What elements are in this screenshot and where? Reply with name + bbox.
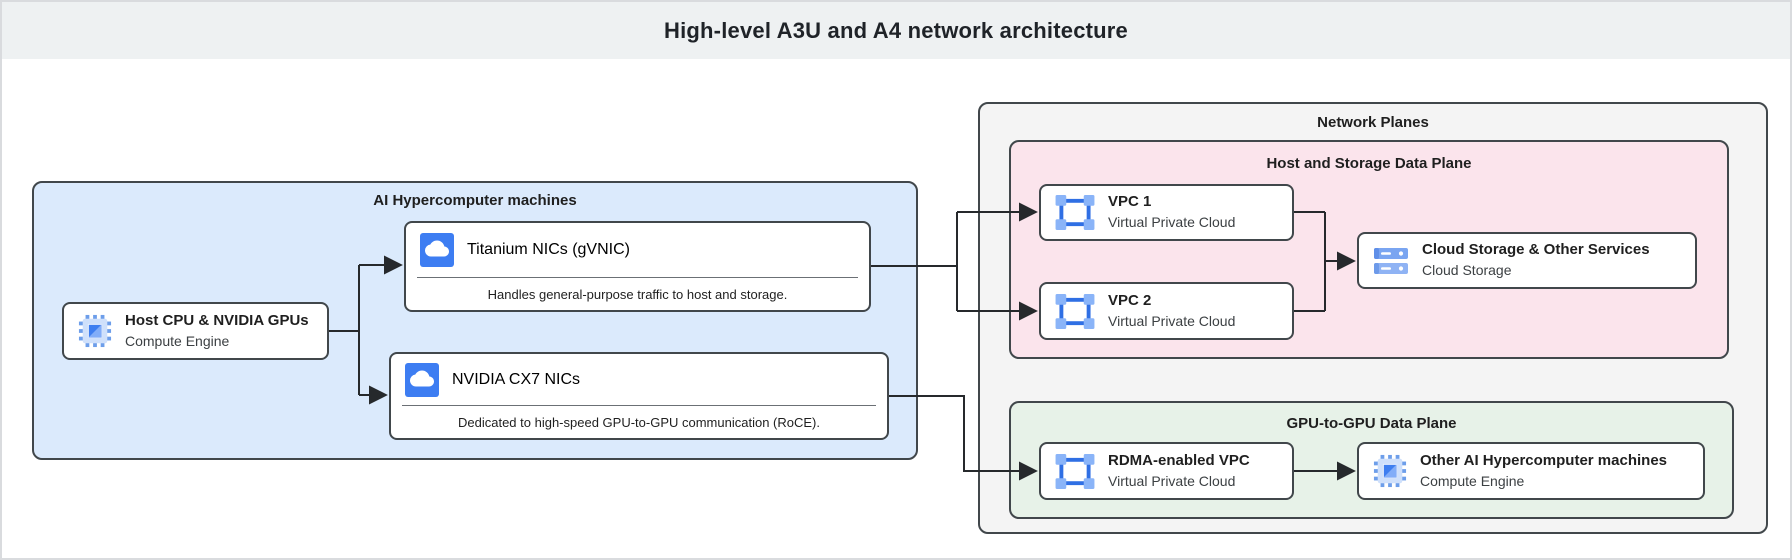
storage-icon (1374, 247, 1408, 274)
node-title: Titanium NICs (gVNIC) (467, 241, 630, 258)
node-title: Host CPU & NVIDIA GPUs (125, 311, 309, 329)
node-titanium-nics: Titanium NICs (gVNIC) Handles general-pu… (404, 221, 871, 312)
group-label: Host and Storage Data Plane (1266, 155, 1472, 172)
divider (417, 277, 858, 278)
node-subtitle: Virtual Private Cloud (1108, 214, 1236, 231)
node-other-ai-hypercomputer-machines: Other AI Hypercomputer machines Compute … (1357, 442, 1705, 500)
node-subtitle: Cloud Storage (1422, 262, 1512, 279)
node-cloud-storage-other-services: Cloud Storage & Other Services Cloud Sto… (1357, 232, 1697, 289)
compute-chip-icon (78, 314, 112, 348)
node-title: VPC 2 (1108, 291, 1152, 309)
node-title: RDMA-enabled VPC (1108, 451, 1250, 469)
node-description: Dedicated to high-speed GPU-to-GPU commu… (458, 414, 820, 430)
node-host-cpu-nvidia-gpus: Host CPU & NVIDIA GPUs Compute Engine (62, 302, 329, 360)
node-vpc-1: VPC 1 Virtual Private Cloud (1039, 184, 1294, 241)
cloud-icon (420, 233, 454, 267)
node-title: NVIDIA CX7 NICs (452, 370, 581, 388)
page-title: High-level A3U and A4 network architectu… (664, 17, 1128, 43)
divider (402, 405, 876, 406)
node-rdma-enabled-vpc: RDMA-enabled VPC Virtual Private Cloud (1039, 442, 1294, 500)
cloud-icon (405, 362, 439, 397)
node-subtitle: Virtual Private Cloud (1108, 472, 1236, 489)
vpc-icon (1055, 453, 1095, 489)
header-bar: High-level A3U and A4 network architectu… (2, 2, 1790, 59)
group-label: AI Hypercomputer machines (373, 192, 577, 209)
group-label: Network Planes (1317, 114, 1429, 131)
node-subtitle: Compute Engine (1420, 472, 1525, 489)
node-nvidia-cx7-nics: NVIDIA CX7 NICs Dedicated to high-speed … (389, 352, 889, 440)
node-title: VPC 1 (1108, 193, 1152, 211)
node-subtitle: Virtual Private Cloud (1108, 312, 1236, 329)
node-subtitle: Compute Engine (125, 332, 230, 349)
node-vpc-2: VPC 2 Virtual Private Cloud (1039, 282, 1294, 340)
vpc-icon (1055, 195, 1095, 230)
node-title: Cloud Storage & Other Services (1422, 241, 1650, 259)
vpc-icon (1055, 293, 1095, 329)
node-description: Handles general-purpose traffic to host … (487, 286, 788, 302)
group-label: GPU-to-GPU Data Plane (1286, 415, 1457, 432)
node-title: Other AI Hypercomputer machines (1420, 451, 1668, 469)
compute-chip-icon (1373, 454, 1407, 488)
